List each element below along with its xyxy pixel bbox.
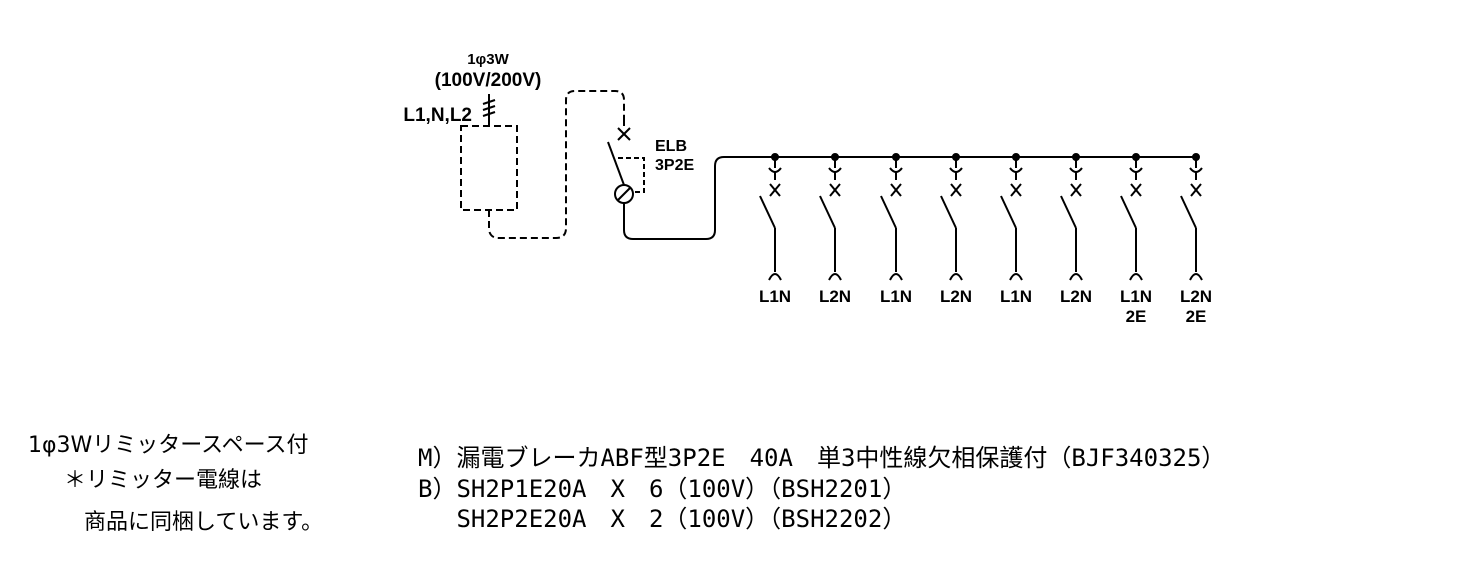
plug-in-terminal	[768, 167, 782, 173]
output-terminal	[949, 273, 963, 281]
note-limiter-wire: ＊リミッター電線は	[64, 468, 263, 493]
limiter-space-box	[460, 125, 518, 211]
branch-earth-label: 2E	[1126, 307, 1147, 326]
output-terminal	[889, 273, 903, 281]
output-terminal	[768, 273, 782, 281]
branch-circuit	[1060, 153, 1083, 281]
limiter-dashed-wire	[488, 90, 625, 239]
breaker-contact	[759, 195, 776, 229]
breaker-contact	[819, 195, 836, 229]
branch-line-label: L2N	[940, 287, 972, 306]
branch-circuit	[819, 153, 842, 281]
supply-phase-label: 1φ3W	[467, 51, 509, 68]
output-terminal	[828, 273, 842, 281]
note-limiter-space: 1φ3Wリミッタースペース付	[28, 433, 309, 458]
branch-circuit	[940, 153, 963, 281]
branch-line-label: L2N	[1060, 287, 1092, 306]
plug-in-terminal	[1189, 167, 1203, 173]
breaker-contact	[1000, 195, 1017, 229]
breaker-contact	[1180, 195, 1197, 229]
breaker-contact	[940, 195, 957, 229]
branch-circuit	[1180, 153, 1203, 281]
branch-line-label: L2N	[1180, 287, 1212, 306]
output-terminal	[1069, 273, 1083, 281]
branch-line-label: L1N	[880, 287, 912, 306]
breaker-poles-label: 3P2E	[655, 157, 694, 174]
branch-line-label: L2N	[819, 287, 851, 306]
breaker-contact	[880, 195, 897, 229]
plug-in-terminal	[1069, 167, 1083, 173]
branch-line-label: L1N	[1120, 287, 1152, 306]
supply-conductors-label: L1,N,L2	[403, 105, 472, 126]
branch-line-label: L1N	[759, 287, 791, 306]
branch-earth-label: 2E	[1186, 307, 1207, 326]
plug-in-terminal	[1009, 167, 1023, 173]
supply-voltage-label: (100V/200V)	[435, 70, 542, 91]
plug-in-terminal	[828, 167, 842, 173]
incoming-feed	[482, 94, 496, 126]
spec-branch-breaker-2: SH2P2E20A X 2（100V）（BSH2202）	[418, 505, 907, 533]
spec-main-breaker: M）漏電ブレーカABF型3P2E 40A 単3中性線欠相保護付（BJF34032…	[418, 444, 1226, 472]
plug-in-terminal	[1129, 167, 1143, 173]
breaker-contact	[1060, 195, 1077, 229]
note-included: 商品に同梱しています。	[84, 510, 324, 535]
breaker-contact	[1120, 195, 1137, 229]
branch-circuit	[1120, 153, 1143, 281]
branch-circuit	[880, 153, 903, 281]
branch-circuit	[759, 153, 782, 281]
spec-branch-breaker-1: B）SH2P1E20A X 6（100V）（BSH2201）	[418, 475, 907, 503]
branch-circuit	[1000, 153, 1023, 281]
breaker-type-label: ELB	[655, 138, 687, 155]
output-terminal	[1189, 273, 1203, 281]
branch-line-label: L1N	[1000, 287, 1032, 306]
output-terminal	[1009, 273, 1023, 281]
output-terminal	[1129, 273, 1143, 281]
plug-in-terminal	[889, 167, 903, 173]
plug-in-terminal	[949, 167, 963, 173]
main-breaker-symbol	[607, 118, 1195, 240]
